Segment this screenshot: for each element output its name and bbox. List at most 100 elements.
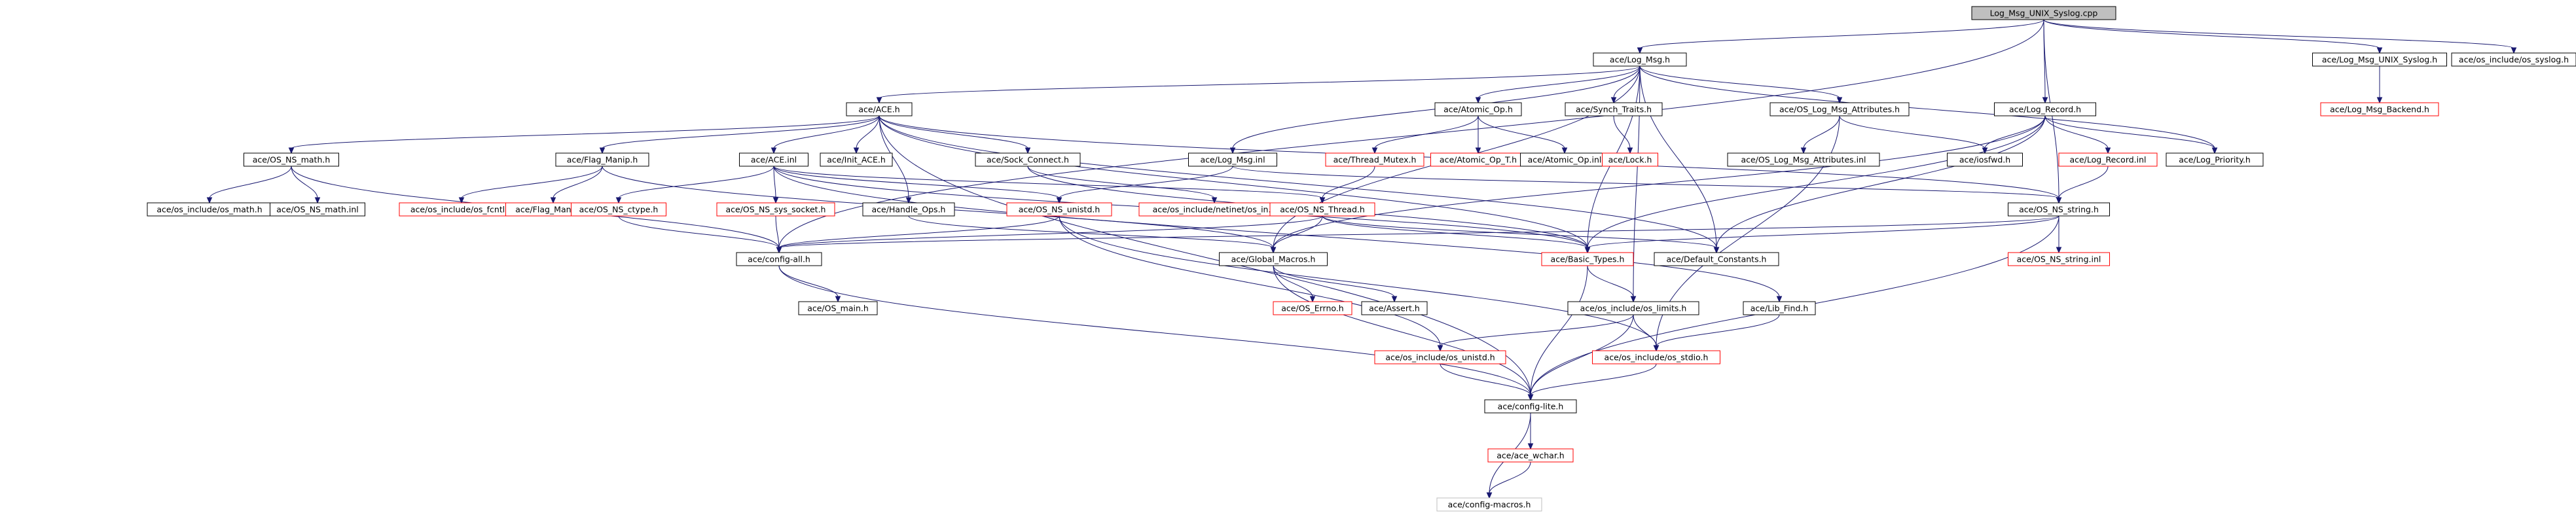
- edge-synch_traits_h-to-lock_h: [1613, 115, 1631, 149]
- node-basic-types-h[interactable]: ace/Basic_Types.h: [1541, 252, 1634, 266]
- node-config-lite-h[interactable]: ace/config-lite.h: [1484, 399, 1577, 414]
- edge-logmsg_h-to-default_constants_h: [1639, 65, 1717, 249]
- edge-os_ns_ctype_h-to-config_all_h: [618, 215, 780, 249]
- node-box: [1541, 252, 1634, 266]
- node-label: ace/OS_Log_Msg_Attributes.inl: [1741, 155, 1866, 165]
- node-box: [270, 202, 365, 217]
- node-thread-mutex-h[interactable]: ace/Thread_Mutex.h: [1325, 152, 1424, 167]
- node-log-record-inl[interactable]: ace/Log_Record.inl: [2058, 152, 2158, 167]
- edge-arrowhead-ace_h-to-os_ns_math_h: [288, 147, 295, 154]
- node-os-ns-string-h[interactable]: ace/OS_NS_string.h: [2008, 202, 2110, 217]
- node-os-limits-h[interactable]: ace/os_include/os_limits.h: [1567, 301, 1699, 315]
- node-atomic-op-inl[interactable]: ace/Atomic_Op.inl: [1520, 152, 1609, 167]
- node-label: ace/Log_Priority.h: [2179, 155, 2251, 165]
- node-label: ace/Atomic_Op.h: [1443, 105, 1513, 115]
- node-os-ns-unistd-h[interactable]: ace/OS_NS_unistd.h: [1006, 202, 1112, 217]
- node-handle-ops-h[interactable]: ace/Handle_Ops.h: [862, 202, 955, 217]
- node-config-macros-h[interactable]: ace/config-macros.h: [1436, 497, 1542, 512]
- edge-ace_h-to-sock_connect_h: [879, 115, 1028, 149]
- node-os-unistd-h[interactable]: ace/os_include/os_unistd.h: [1374, 350, 1506, 364]
- edge-arrowhead-global_macros_h-to-assert_h: [1391, 296, 1398, 303]
- node-label: ace/os_include/os_math.h: [156, 205, 262, 215]
- node-box: [1592, 350, 1720, 364]
- node-os-main-h[interactable]: ace/OS_main.h: [798, 301, 878, 315]
- node-ace-inl[interactable]: ace/ACE.inl: [739, 152, 808, 167]
- node-log-msg-inl[interactable]: ace/Log_Msg.inl: [1188, 152, 1277, 167]
- edge-arrowhead-flag_manip_h-to-os_fcntl_h: [458, 197, 465, 204]
- node-os-ns-math-inl[interactable]: ace/OS_NS_math.inl: [270, 202, 365, 217]
- node-label: ace/Atomic_Op.inl: [1528, 155, 1602, 165]
- node-os-math-h[interactable]: ace/os_include/os_math.h: [147, 202, 272, 217]
- edge-arrowhead-lib_find_h-to-os_stdio_h: [1653, 345, 1660, 352]
- node-os-log-attr-inl[interactable]: ace/OS_Log_Msg_Attributes.inl: [1727, 152, 1880, 167]
- node-label: ace/config-all.h: [748, 255, 810, 264]
- node-ace-wchar-h[interactable]: ace/ace_wchar.h: [1487, 448, 1574, 463]
- node-label: ace/os_include/os_stdio.h: [1605, 353, 1709, 363]
- edge-basic_types_h-to-os_limits_h: [1587, 265, 1634, 298]
- edge-arrowhead-ace_inl-to-lib_find_h: [1776, 296, 1783, 303]
- node-box: [1374, 350, 1506, 364]
- node-box: [2166, 152, 2264, 167]
- node-os-log-attr-h[interactable]: ace/OS_Log_Msg_Attributes.h: [1769, 102, 1910, 116]
- node-box: [1994, 102, 2096, 116]
- node-atomic-op-h[interactable]: ace/Atomic_Op.h: [1434, 102, 1522, 116]
- node-log-record-h[interactable]: ace/Log_Record.h: [1994, 102, 2096, 116]
- node-os-ns-thread-h[interactable]: ace/OS_NS_Thread.h: [1269, 202, 1375, 217]
- edge-os_ns_thread_h-to-global_macros_h: [1273, 215, 1323, 249]
- edge-log_record_h-to-log_priority_h: [2044, 115, 2215, 149]
- edge-config_all_h-to-os_main_h: [778, 265, 839, 298]
- node-global-macros-h[interactable]: ace/Global_Macros.h: [1219, 252, 1328, 266]
- node-os-ns-sys-socket-h[interactable]: ace/OS_NS_sys_socket.h: [716, 202, 835, 217]
- node-default-constants-h[interactable]: ace/Default_Constants.h: [1654, 252, 1779, 266]
- node-os-fcntl-h[interactable]: ace/os_include/os_fcntl.h: [399, 202, 524, 217]
- edge-arrowhead-os_ns_math_h-to-os_ns_math_inl: [314, 197, 321, 204]
- node-sock-connect-h[interactable]: ace/Sock_Connect.h: [975, 152, 1081, 167]
- node-assert-h[interactable]: ace/Assert.h: [1361, 301, 1428, 315]
- node-box: [1487, 448, 1574, 463]
- edge-arrowhead-config_lite_h-to-ace_wchar_h: [1527, 443, 1534, 450]
- edge-arrowhead-atomic_op_h-to-atomic_op_t_h: [1475, 147, 1481, 154]
- node-backend-h[interactable]: ace/Log_Msg_Backend.h: [2320, 102, 2439, 116]
- node-init-ace-h[interactable]: ace/Init_ACE.h: [820, 152, 893, 167]
- node-os-ns-ctype-h[interactable]: ace/OS_NS_ctype.h: [571, 202, 666, 217]
- node-label: ace/ace_wchar.h: [1497, 451, 1564, 461]
- node-logmsg-h[interactable]: ace/Log_Msg.h: [1593, 52, 1687, 67]
- node-synch-traits-h[interactable]: ace/Synch_Traits.h: [1565, 102, 1663, 116]
- edge-arrowhead-root-to-log_record_h: [2042, 97, 2048, 104]
- node-unix-syslog-h[interactable]: ace/Log_Msg_UNIX_Syslog.h: [2312, 52, 2447, 67]
- node-iosfwd-h[interactable]: ace/iosfwd.h: [1947, 152, 2023, 167]
- node-config-all-h[interactable]: ace/config-all.h: [736, 252, 822, 266]
- node-box: [555, 152, 649, 167]
- node-flag-manip-h[interactable]: ace/Flag_Manip.h: [555, 152, 649, 167]
- node-atomic-op-t-h[interactable]: ace/Atomic_Op_T.h: [1430, 152, 1526, 167]
- node-label: ace/Log_Msg_Backend.h: [2330, 105, 2429, 115]
- edge-arrowhead-flag_manip_h-to-flag_manip_inl: [550, 197, 556, 204]
- edge-logmsg_h-to-synch_traits_h: [1613, 65, 1641, 99]
- node-box: [1361, 301, 1428, 315]
- graph-edges: [206, 19, 2517, 499]
- edge-os_ns_thread_h-to-basic_types_h: [1322, 215, 1588, 249]
- edge-arrowhead-os_log_attr_h-to-os_log_attr_inl: [1800, 147, 1807, 154]
- edge-arrowhead-logmsg_h-to-synch_traits_h: [1610, 97, 1617, 104]
- node-os-ns-string-inl[interactable]: ace/OS_NS_string.inl: [2008, 252, 2110, 266]
- node-os-syslog-h[interactable]: ace/os_include/os_syslog.h: [2451, 52, 2576, 67]
- node-label: ace/Flag_Manip.h: [567, 155, 638, 165]
- node-label: ace/OS_Log_Msg_Attributes.h: [1779, 105, 1900, 115]
- node-label: Log_Msg_UNIX_Syslog.cpp: [1990, 9, 2098, 18]
- node-lib-find-h[interactable]: ace/Lib_Find.h: [1743, 301, 1816, 315]
- node-os-stdio-h[interactable]: ace/os_include/os_stdio.h: [1592, 350, 1720, 364]
- node-log-priority-h[interactable]: ace/Log_Priority.h: [2166, 152, 2264, 167]
- node-label: ace/Default_Constants.h: [1667, 255, 1767, 264]
- edge-log_msg_inl-to-os_ns_string_h: [1232, 166, 2059, 199]
- node-ace-h[interactable]: ace/ACE.h: [846, 102, 913, 116]
- node-box: [571, 202, 666, 217]
- node-lock-h[interactable]: ace/Lock.h: [1602, 152, 1658, 167]
- node-netinet-in-h[interactable]: ace/os_include/netinet/os_in.h: [1138, 202, 1290, 217]
- node-box: [2451, 52, 2576, 67]
- node-label: ace/OS_NS_ctype.h: [579, 205, 659, 215]
- node-os-ns-math-h[interactable]: ace/OS_NS_math.h: [244, 152, 339, 167]
- node-os-errno-h[interactable]: ace/OS_Errno.h: [1273, 301, 1352, 315]
- node-box: [1006, 202, 1112, 217]
- node-label: ace/Log_Record.h: [2009, 105, 2081, 115]
- node-box: [244, 152, 339, 167]
